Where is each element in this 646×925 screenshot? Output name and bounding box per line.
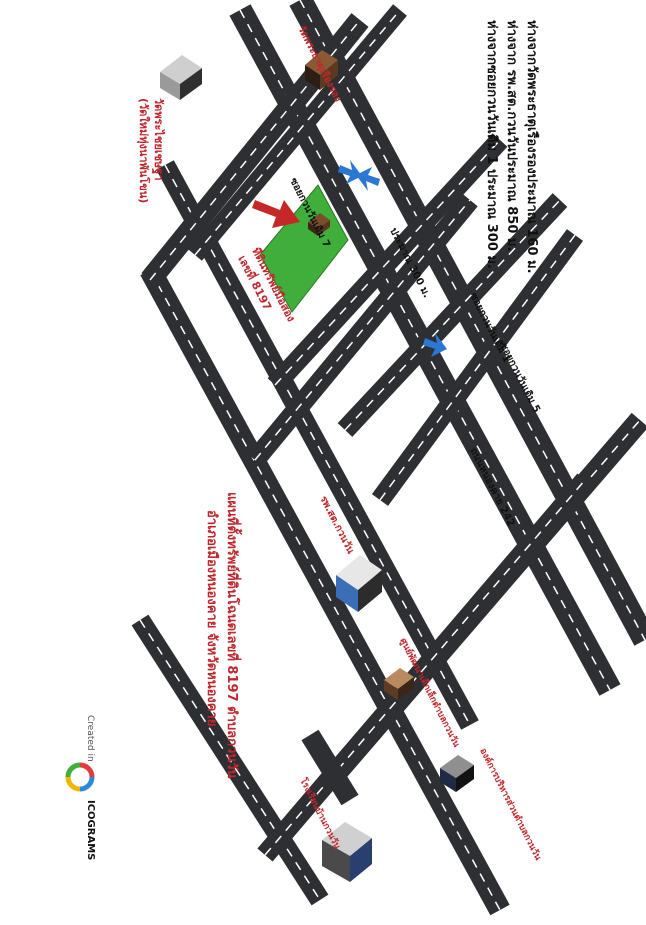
temple-building-icon [305,50,338,90]
road-cross-6[interactable] [371,229,584,506]
wat-top-label: วัดพระไชยเชษฐา [151,98,166,181]
road-highway-242[interactable] [289,0,646,646]
blue-arrow-3 [423,333,447,357]
road-left-diag[interactable] [156,160,479,730]
info-line-2: ห่างจาก รพ.สต.กวนวันประมาณ 850 ม. [504,20,519,251]
blue-arrow-1 [338,160,362,184]
office-building-icon [440,755,474,792]
hospital-building-icon [336,555,382,612]
property-pointer-arrow [252,200,300,228]
road-lower-diag[interactable] [131,614,329,906]
wat-top-building-icon [160,55,202,100]
wat-top-sub-label: (วัดใหม่ทุ่งนาพันโขน) [136,98,151,203]
road-soi7[interactable] [140,264,510,916]
road-cross-3[interactable] [267,133,508,392]
title-line-1: แผนที่ตั้งทรัพย์ที่ดินโฉนดเลขที่ 8197 ตำ… [224,492,243,778]
office-label: องค์การบริหารส่วนตำบลกวนวัน [477,746,544,863]
info-line-3: ห่างจากซอยกวนวันเดิม 1 ประมาณ 300 ม. [484,20,499,269]
icograms-logo-icon [65,762,95,792]
info-line-1: ห่างจากวัดพระธาตุเรืองรองประมาณ 160 ม. [524,20,540,274]
roads [131,0,646,916]
road-short-south[interactable] [301,729,359,806]
blue-arrow-2 [356,167,380,191]
direction-arrows [338,160,447,357]
road-cross-8[interactable] [257,473,593,862]
property-parcel[interactable] [259,184,349,313]
property-house-icon [308,213,330,236]
road-cross-2[interactable] [188,4,407,261]
title-line-2: อำเภอเมืองหนองคาย จังหวัดหนองคาย [204,510,220,726]
school2-building-icon [322,822,372,882]
credit-created: Created in [85,715,95,762]
road-cross-4[interactable] [247,193,478,467]
school-building-icon [384,668,414,700]
road-cross-5[interactable] [337,193,568,437]
credit-brand: ICOGRAMS [85,800,96,860]
